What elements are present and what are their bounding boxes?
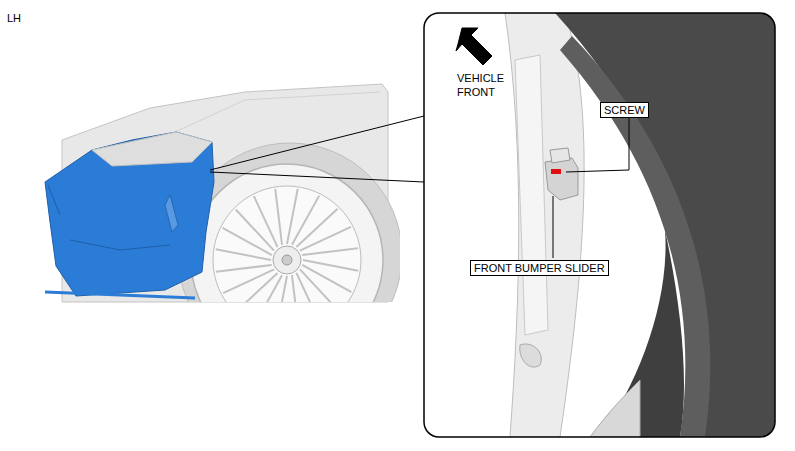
illustration-part bbox=[210, 172, 424, 182]
illustration-part bbox=[300, 227, 351, 251]
side-label: LH bbox=[7, 11, 21, 25]
part-label: FRONT BUMPER SLIDER bbox=[470, 260, 609, 276]
illustration-part bbox=[223, 269, 274, 293]
illustration-part bbox=[165, 195, 178, 232]
illustration-part bbox=[566, 118, 629, 172]
illustration-part bbox=[92, 132, 212, 166]
illustration-part bbox=[553, 196, 554, 258]
illustration-part bbox=[545, 158, 578, 200]
illustration-part bbox=[560, 36, 710, 437]
illustration-part bbox=[555, 13, 775, 437]
illustration-part bbox=[236, 209, 274, 250]
illustration-part bbox=[48, 185, 170, 250]
illustration-part bbox=[45, 292, 195, 298]
illustration-part bbox=[216, 189, 358, 302]
illustration-part bbox=[273, 246, 301, 274]
illustration-part bbox=[210, 116, 424, 170]
illustration-part bbox=[520, 344, 542, 367]
leader-lines bbox=[553, 118, 629, 258]
illustration-part bbox=[213, 186, 361, 302]
illustration-part bbox=[505, 13, 584, 437]
illustration-part bbox=[424, 13, 775, 437]
illustration-part bbox=[515, 55, 548, 335]
illustration-part bbox=[254, 196, 278, 247]
direction-label: VEHICLE FRONT bbox=[457, 71, 513, 99]
direction-arrow bbox=[456, 28, 492, 65]
illustration-part bbox=[275, 189, 282, 245]
illustration-part bbox=[216, 265, 272, 272]
illustration-part bbox=[550, 148, 570, 163]
illustration-part bbox=[175, 92, 380, 132]
vehicle-overview bbox=[45, 84, 402, 367]
illustration-part bbox=[590, 380, 640, 437]
part-label: SCREW bbox=[600, 102, 649, 118]
illustration-part bbox=[292, 275, 299, 302]
illustration-part bbox=[255, 275, 282, 302]
illustration-part bbox=[282, 255, 292, 265]
illustration-part bbox=[600, 230, 684, 437]
illustration-part bbox=[300, 269, 338, 302]
inset-illustration bbox=[424, 13, 775, 437]
illustration-part bbox=[296, 273, 320, 302]
illustration-part bbox=[296, 209, 337, 247]
zoom-lines bbox=[210, 116, 424, 182]
screw-mark bbox=[551, 169, 561, 174]
illustration-part bbox=[191, 164, 383, 302]
inset-frame bbox=[424, 13, 775, 437]
illustration-part bbox=[45, 132, 214, 296]
illustration-part bbox=[302, 248, 358, 255]
illustration-part bbox=[276, 276, 287, 302]
